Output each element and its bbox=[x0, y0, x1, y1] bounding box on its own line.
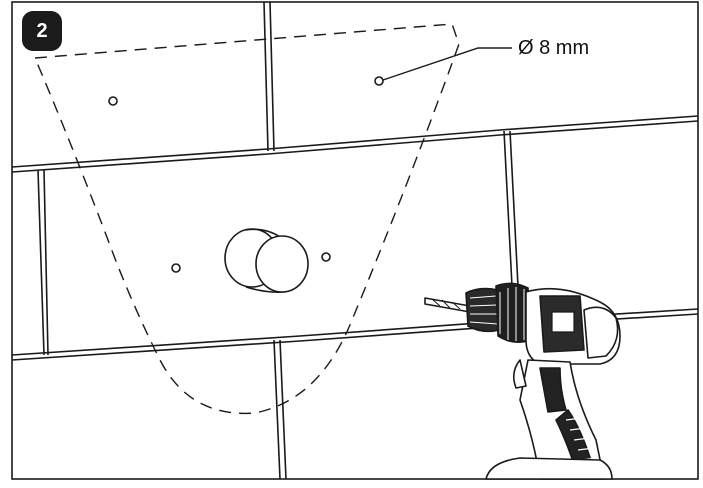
step-number: 2 bbox=[36, 19, 48, 42]
drill-hole-icon bbox=[171, 263, 181, 273]
callout-leader-line bbox=[382, 47, 512, 81]
drill-hole-icon bbox=[374, 76, 384, 86]
illustration-frame bbox=[11, 1, 699, 480]
drill-hole-icon bbox=[108, 96, 118, 106]
wall-tiles bbox=[11, 1, 699, 480]
step-number-badge: 2 bbox=[22, 11, 62, 51]
pipe-stub-icon bbox=[224, 228, 309, 293]
drilling-template-outline bbox=[33, 23, 460, 415]
drill-icon bbox=[424, 282, 621, 480]
hole-diameter-callout: Ø 8 mm bbox=[518, 37, 590, 59]
drill-holes bbox=[108, 76, 384, 273]
drill-hole-icon bbox=[321, 252, 331, 262]
